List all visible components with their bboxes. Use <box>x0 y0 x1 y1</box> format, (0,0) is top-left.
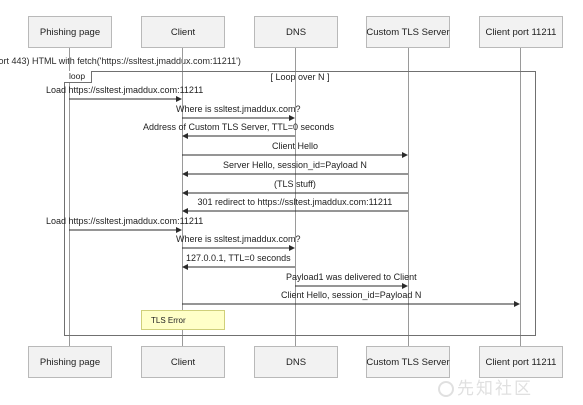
lifeline-client <box>182 48 183 346</box>
arrow-head <box>182 264 188 270</box>
message-label: Where is ssltest.jmaddux.com? <box>176 104 301 114</box>
arrow-head <box>182 190 188 196</box>
loop-frame <box>64 71 536 336</box>
arrow-head <box>182 171 188 177</box>
message-label: Address of Custom TLS Server, TTL=0 seco… <box>143 122 335 132</box>
tls-error-note: TLS Error <box>141 310 225 330</box>
lifeline-custom-tls-server <box>408 48 409 346</box>
arrow-head <box>176 96 182 102</box>
participant-dns-top: DNS <box>254 16 338 48</box>
lifeline-client-port <box>520 48 521 346</box>
arrow-head <box>182 208 188 214</box>
loop-title: [ Loop over N ] <box>270 72 330 82</box>
participant-custom-tls-server-top: Custom TLS Server <box>366 16 450 48</box>
participant-dns-bottom: DNS <box>254 346 338 378</box>
participant-client-port-bottom: Client port 11211 <box>479 346 563 378</box>
loop-tag: loop <box>64 71 92 83</box>
participant-phishing-page-bottom: Phishing page <box>28 346 112 378</box>
participant-client-top: Client <box>141 16 225 48</box>
arrow-head <box>402 152 408 158</box>
participant-client-port-top: Client port 11211 <box>479 16 563 48</box>
lifeline-dns <box>295 48 296 346</box>
arrow-head <box>289 245 295 251</box>
message-label: Client Hello <box>272 141 319 151</box>
watermark-text: 先知社区 <box>457 379 533 399</box>
arrow-head <box>182 133 188 139</box>
arrow-head <box>402 283 408 289</box>
header-text: p port 443) HTML with fetch('https://ssl… <box>0 56 241 66</box>
watermark-icon <box>438 381 454 397</box>
arrow-head <box>176 227 182 233</box>
watermark-logo: 先知社区 <box>438 374 533 399</box>
lifeline-phishing-page <box>69 48 70 346</box>
message-label: Load https://ssltest.jmaddux.com:11211 <box>46 85 204 95</box>
message-label: Payload1 was delivered to Client <box>286 272 417 282</box>
participant-client-bottom: Client <box>141 346 225 378</box>
arrow-head <box>514 301 520 307</box>
message-label: (TLS stuff) <box>274 179 316 189</box>
participant-custom-tls-server-bottom: Custom TLS Server <box>366 346 450 378</box>
participant-phishing-page-top: Phishing page <box>28 16 112 48</box>
message-label: 127.0.0.1, TTL=0 seconds <box>186 253 291 263</box>
message-label: Server Hello, session_id=Payload N <box>223 160 367 170</box>
message-label: Load https://ssltest.jmaddux.com:11211 <box>46 216 204 226</box>
message-label: 301 redirect to https://ssltest.jmaddux.… <box>197 197 393 207</box>
message-label: Client Hello, session_id=Payload N <box>281 290 422 300</box>
message-label: Where is ssltest.jmaddux.com? <box>176 234 301 244</box>
arrow-head <box>289 115 295 121</box>
